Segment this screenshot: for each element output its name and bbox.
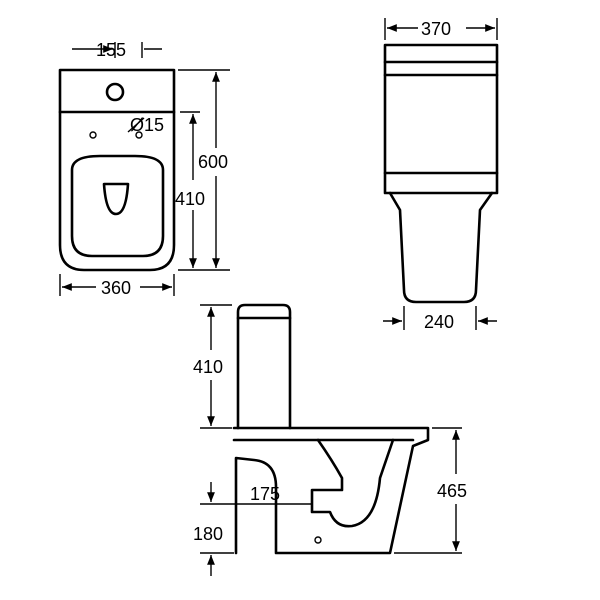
cistern-front — [383, 43, 499, 195]
dim-label-410-side: 410 — [193, 357, 223, 377]
dim-label-360: 360 — [101, 278, 131, 298]
dim-label-600: 600 — [198, 152, 228, 172]
dim-label-diameter: Ø15 — [130, 115, 164, 135]
dim-label-155: 155 — [96, 40, 126, 60]
tap-hole — [89, 131, 97, 139]
dim-label-465: 465 — [437, 481, 467, 501]
pan-side — [232, 426, 430, 555]
trapway — [310, 438, 395, 528]
seat-outline — [70, 154, 165, 258]
dim-label-180: 180 — [193, 524, 223, 544]
outlet-hole — [314, 536, 322, 544]
front-view: 370 240 — [383, 18, 499, 332]
pan-front — [388, 191, 494, 304]
cistern-side — [236, 303, 292, 430]
tap-hole-right — [135, 131, 143, 139]
dim-label-370: 370 — [421, 19, 451, 39]
dim-label-240: 240 — [424, 312, 454, 332]
flush-button-hole — [105, 82, 125, 102]
dim-label-175: 175 — [250, 484, 280, 504]
side-view: 410 465 175 180 — [193, 303, 467, 576]
top-view-outline — [58, 68, 176, 272]
dim-label-410-top: 410 — [175, 189, 205, 209]
bowl-opening — [102, 182, 130, 216]
top-view: 155 Ø15 600 410 360 — [58, 40, 230, 298]
